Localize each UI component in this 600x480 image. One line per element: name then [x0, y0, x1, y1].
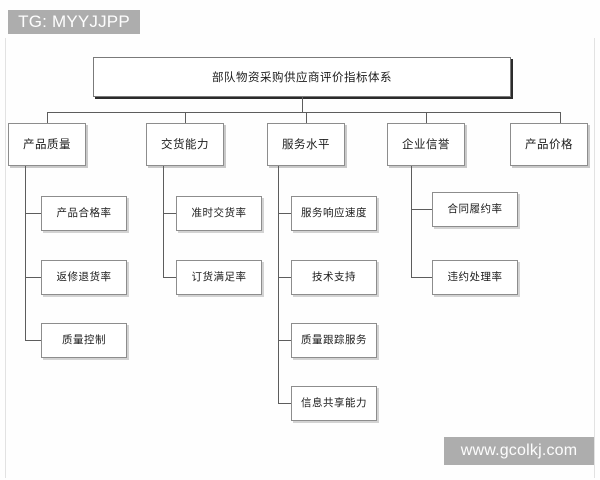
connector-elbow-service-level-3 — [278, 403, 291, 404]
branch-node-delivery-capability: 交货能力 — [146, 123, 224, 166]
connector-drop-branch-2 — [306, 112, 307, 123]
leaf-node-service-response-speed: 服务响应速度 — [291, 196, 377, 231]
connector-root-stem — [302, 97, 303, 112]
connector-level2-bus — [47, 112, 560, 113]
leaf-node-breach-handling-rate: 违约处理率 — [432, 260, 518, 295]
connector-elbow-enterprise-reputation-0 — [411, 209, 432, 210]
leaf-node-repair-return-rate: 返修退货率 — [41, 260, 127, 295]
connector-elbow-service-level-1 — [278, 277, 291, 278]
leaf-node-ontime-delivery-rate: 准时交货率 — [176, 196, 262, 231]
leaf-node-information-sharing-capability: 信息共享能力 — [291, 386, 377, 421]
connector-elbow-product-quality-0 — [25, 213, 41, 214]
branch-node-enterprise-reputation: 企业信誉 — [387, 123, 465, 166]
leaf-node-quality-control: 质量控制 — [41, 323, 127, 358]
branch-node-service-level: 服务水平 — [267, 123, 345, 166]
branch-node-product-price: 产品价格 — [510, 123, 588, 166]
page-edge-left — [5, 38, 6, 478]
connector-elbow-product-quality-1 — [25, 277, 41, 278]
connector-drop-branch-1 — [185, 112, 186, 123]
connector-spine-delivery-capability — [163, 166, 164, 277]
connector-drop-branch-3 — [426, 112, 427, 123]
connector-elbow-delivery-capability-0 — [163, 213, 176, 214]
root-node-title: 部队物资采购供应商评价指标体系 — [93, 57, 511, 97]
connector-elbow-service-level-0 — [278, 213, 291, 214]
leaf-node-contract-performance-rate: 合同履约率 — [432, 192, 518, 227]
leaf-node-quality-tracking-service: 质量跟踪服务 — [291, 323, 377, 358]
leaf-node-product-pass-rate: 产品合格率 — [41, 196, 127, 231]
connector-elbow-enterprise-reputation-1 — [411, 277, 432, 278]
watermark-top-tag: TG: MYYJJPP — [8, 10, 140, 34]
connector-drop-branch-4 — [560, 112, 561, 123]
connector-spine-enterprise-reputation — [411, 166, 412, 277]
page-edge-right — [594, 38, 595, 478]
connector-elbow-product-quality-2 — [25, 340, 41, 341]
leaf-node-technical-support: 技术支持 — [291, 260, 377, 295]
connector-spine-service-level — [278, 166, 279, 403]
connector-drop-branch-0 — [47, 112, 48, 123]
connector-spine-product-quality — [25, 166, 26, 340]
branch-node-product-quality: 产品质量 — [8, 123, 86, 166]
connector-elbow-service-level-2 — [278, 340, 291, 341]
connector-elbow-delivery-capability-1 — [163, 277, 176, 278]
leaf-node-order-fulfillment-rate: 订货满足率 — [176, 260, 262, 295]
watermark-bottom-url: www.gcolkj.com — [444, 437, 594, 465]
